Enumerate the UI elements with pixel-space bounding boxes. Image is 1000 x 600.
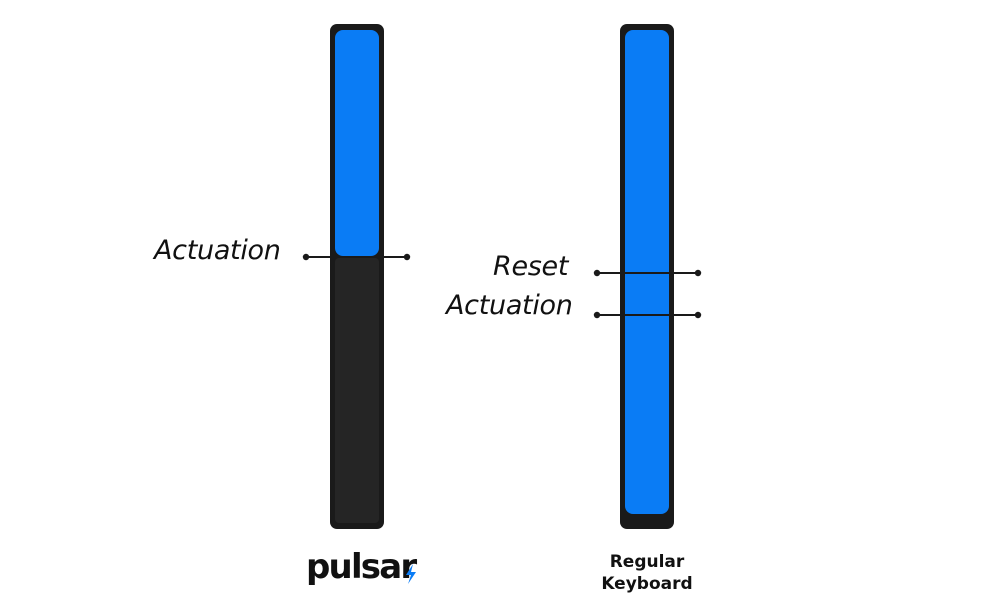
caption-line-keyboard: Keyboard xyxy=(601,574,693,594)
regular-keyboard-caption: Regular Keyboard xyxy=(587,551,707,595)
regular-switch xyxy=(593,24,702,529)
pulsar-switch xyxy=(302,24,411,529)
regular-reset-label: Reset xyxy=(493,251,569,282)
pulsar-logo-text: pulsar xyxy=(306,547,417,587)
regular-actuation-label: Actuation xyxy=(446,290,573,321)
pulsar-actuation-indicator xyxy=(302,253,411,261)
pulsar-switch-lower-stem xyxy=(335,258,379,523)
lightning-bolt-icon xyxy=(406,564,416,584)
regular-reset-indicator xyxy=(593,269,702,277)
pulsar-actuation-label: Actuation xyxy=(154,235,281,266)
caption-line-regular: Regular xyxy=(609,552,685,572)
pulsar-switch-upper-stem xyxy=(335,30,379,256)
regular-actuation-indicator xyxy=(593,311,702,319)
